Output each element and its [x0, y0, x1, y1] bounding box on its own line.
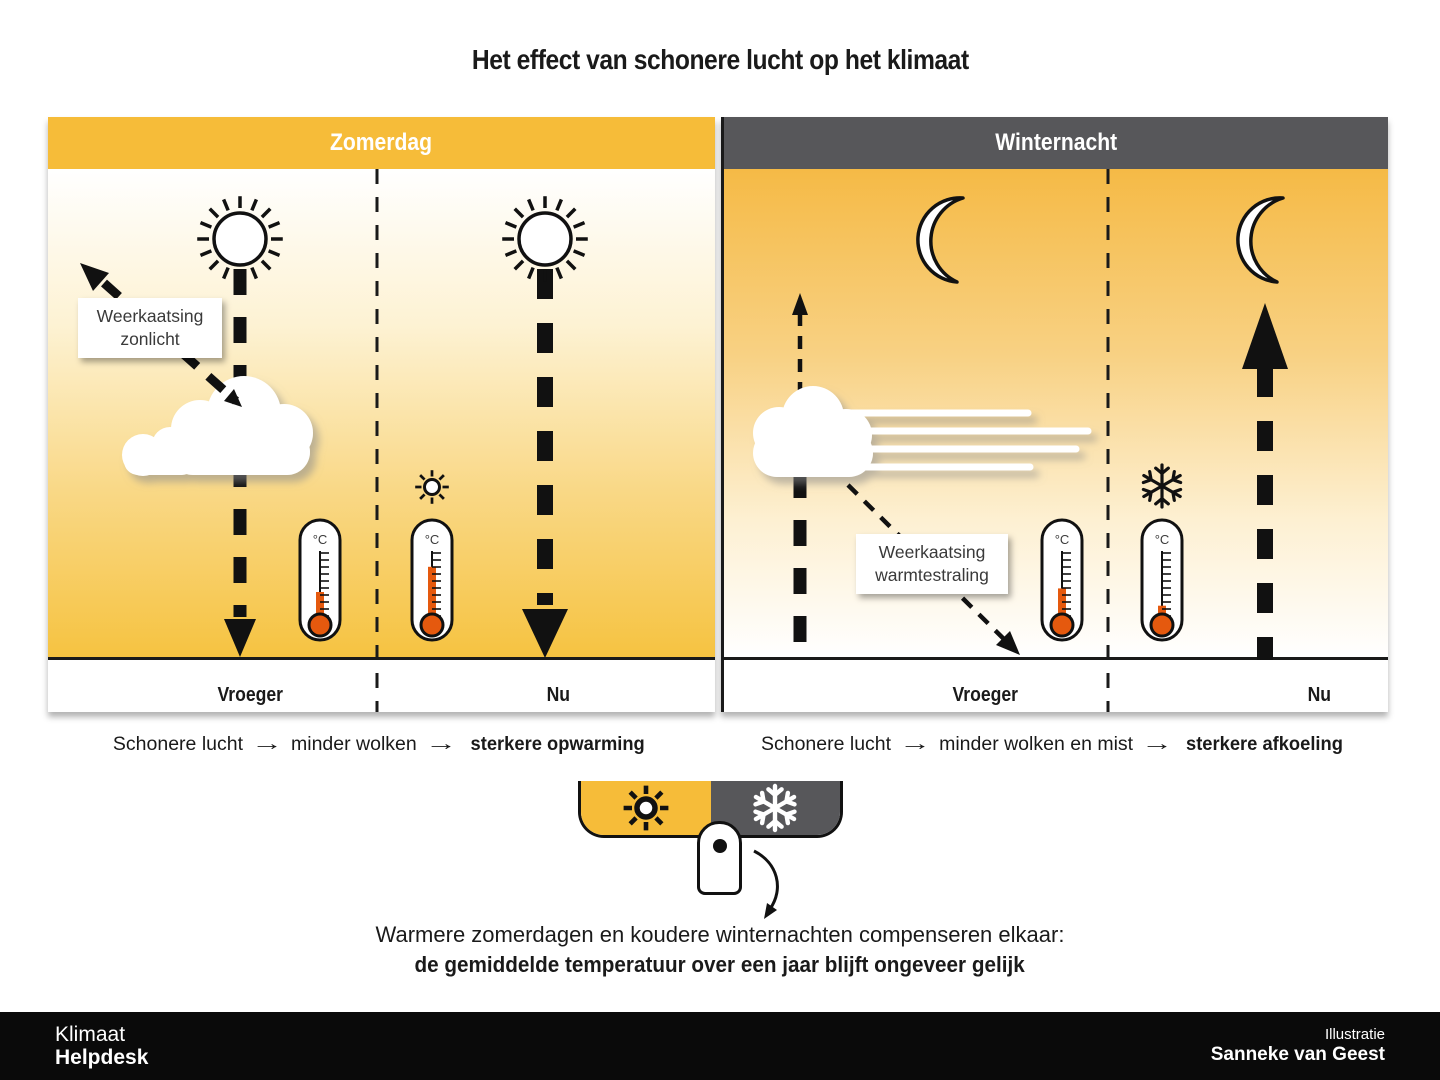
caption-step: minder wolken: [291, 733, 417, 755]
panel-zomerdag-ground: Vroeger Nu: [48, 657, 715, 712]
page-title-text: Het effect van schonere lucht op het kli…: [471, 44, 969, 75]
climate-figure: Zomerdag Vroeger Nu Winternacht Vroeger …: [48, 117, 1388, 712]
caption-step: Schonere lucht: [112, 733, 244, 755]
balance-summer-side: [581, 781, 711, 835]
credit-label: Illustratie: [1324, 1025, 1385, 1043]
klimaat-helpdesk-logo: Klimaat Helpdesk: [55, 1023, 148, 1069]
panel-zomerdag: Zomerdag Vroeger Nu: [48, 117, 715, 712]
page-title: Het effect van schonere lucht op het kli…: [0, 44, 1440, 76]
panel-winternacht-sky: [724, 169, 1388, 657]
brand-line1: Klimaat: [55, 1022, 126, 1046]
sun-icon: [619, 781, 673, 835]
panel-winternacht: Winternacht Vroeger Nu: [721, 117, 1388, 712]
caption-step: Schonere lucht: [760, 733, 892, 755]
caption-winternacht: Schonere lucht → minder wolken en mist → ste…: [721, 733, 1388, 756]
caption-step-strong: sterkere opwarming: [470, 733, 645, 755]
arrow-right-glyph: →: [424, 733, 457, 755]
panel-zomerdag-sky: [48, 169, 715, 657]
panel-winternacht-title: Winternacht: [995, 129, 1117, 156]
panel-winternacht-ground: Vroeger Nu: [724, 657, 1388, 712]
caption-step-strong: sterkere afkoeling: [1186, 733, 1343, 755]
panel-winternacht-header: Winternacht: [724, 117, 1388, 169]
conclusion-line1: Warmere zomerdagen en koudere winternach…: [375, 922, 1065, 947]
annotation-weerkaatsing-warmtestraling: Weerkaatsing warmtestraling: [856, 534, 1008, 594]
brand-line2: Helpdesk: [55, 1046, 149, 1069]
pivot-dot: [712, 839, 727, 853]
arrow-right-glyph: →: [899, 733, 932, 755]
conclusion-line2: de gemiddelde temperatuur over een jaar …: [414, 952, 1026, 977]
snowflake-icon: [750, 783, 800, 833]
curved-down-arrow-icon: [753, 849, 779, 919]
caption-zomerdag: Schonere lucht → minder wolken → sterkere op…: [48, 733, 715, 756]
arrow-right-glyph: →: [1141, 733, 1174, 755]
conclusion: Warmere zomerdagen en koudere winternach…: [0, 920, 1440, 980]
arrow-right-glyph: →: [251, 733, 284, 755]
footer-bar: Klimaat Helpdesk Illustratie Sanneke van…: [0, 1012, 1440, 1080]
balance-pivot: [697, 821, 742, 895]
annotation-weerkaatsing-zonlicht: Weerkaatsing zonlicht: [78, 298, 222, 358]
panel-zomerdag-header: Zomerdag: [48, 117, 715, 169]
panel-zomerdag-title: Zomerdag: [330, 129, 433, 156]
caption-step: minder wolken en mist: [939, 733, 1134, 755]
illustration-credit: Illustratie Sanneke van Geest: [1211, 1026, 1385, 1067]
credit-name: Sanneke van Geest: [1210, 1043, 1385, 1065]
balance-seesaw: [578, 781, 848, 926]
